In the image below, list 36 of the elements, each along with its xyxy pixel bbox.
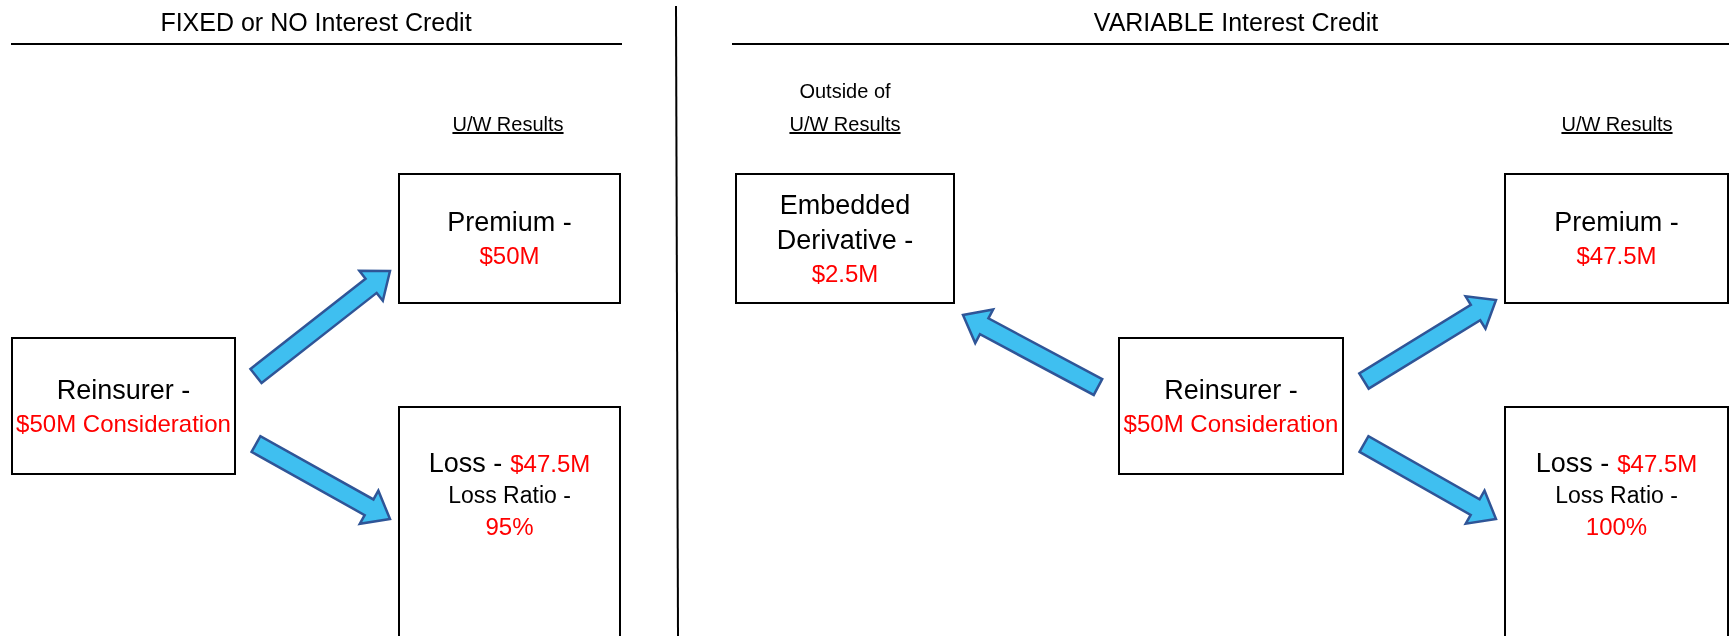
loss-box bbox=[398, 406, 621, 636]
column-heading: Outside of bbox=[799, 80, 891, 103]
block-arrow bbox=[1357, 294, 1498, 391]
label-text: Premium - bbox=[447, 206, 572, 240]
value-text: 95% bbox=[485, 512, 534, 542]
value-text: $50M bbox=[479, 241, 540, 272]
value-text: $50M Consideration bbox=[16, 408, 231, 439]
section-title: VARIABLE Interest Credit bbox=[1093, 8, 1379, 37]
reinsurer-box bbox=[1118, 337, 1344, 475]
block-arrow bbox=[249, 434, 392, 526]
label-text: Loss Ratio - bbox=[1555, 481, 1678, 511]
block-arrow bbox=[1357, 434, 1498, 526]
column-heading: U/W Results bbox=[1561, 113, 1673, 136]
label-text: Loss Ratio - bbox=[448, 481, 571, 511]
loss-box bbox=[1504, 406, 1729, 636]
value-text: $50M Consideration bbox=[1123, 408, 1339, 439]
value-text: $47.5M bbox=[1576, 241, 1657, 272]
label-text: Premium - bbox=[1554, 206, 1679, 240]
label-text: Reinsurer - bbox=[1164, 373, 1298, 407]
column-heading: U/W Results bbox=[452, 113, 564, 136]
column-heading: U/W Results bbox=[789, 113, 901, 136]
block-arrow bbox=[248, 269, 392, 385]
label-text: Embedded Derivative - bbox=[775, 188, 915, 257]
premium-box bbox=[398, 173, 621, 304]
section-title: FIXED or NO Interest Credit bbox=[160, 8, 472, 37]
label-text: Loss - bbox=[428, 448, 503, 478]
value-text: $47.5M bbox=[510, 450, 591, 477]
value-text: $2.5M bbox=[811, 259, 879, 289]
reinsurer-box bbox=[11, 337, 236, 475]
block-arrow bbox=[961, 307, 1104, 397]
premium-box bbox=[1504, 173, 1729, 304]
label-text: Reinsurer - bbox=[56, 373, 191, 407]
value-text: 100% bbox=[1585, 512, 1648, 542]
derivative-box bbox=[735, 173, 955, 304]
label-text: Loss - bbox=[1535, 448, 1610, 478]
value-text: $47.5M bbox=[1617, 450, 1698, 477]
